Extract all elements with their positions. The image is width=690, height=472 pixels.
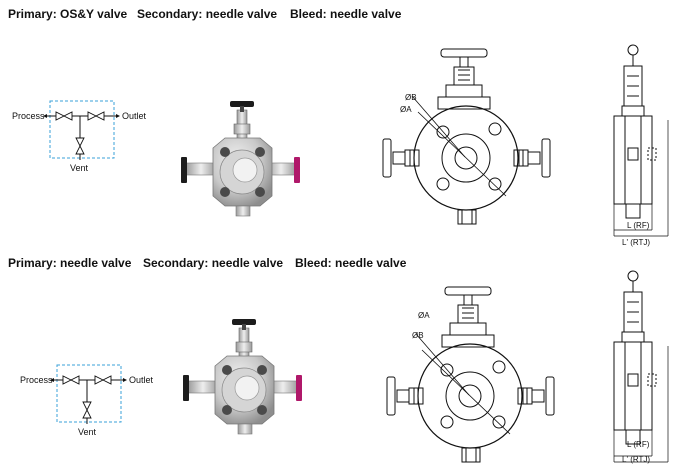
dim-l-rf-1: L (RF) xyxy=(627,221,650,230)
manifold-front-view-1 xyxy=(382,48,551,225)
schematic-process-label-2: Process xyxy=(20,375,53,385)
schematic-outlet-label-1: Outlet xyxy=(122,111,147,121)
dim-l-rtj-2: L' (RTJ) xyxy=(622,455,650,464)
schematic-vent-label-1: Vent xyxy=(70,163,89,173)
primary-label-1: Primary: OS&Y valve xyxy=(8,7,128,21)
dim-phi-b-1: ØB xyxy=(405,93,417,102)
secondary-label-1: Secondary: needle valve xyxy=(137,7,278,21)
manifold-side-view-1 xyxy=(613,44,669,237)
secondary-label-2: Secondary: needle valve xyxy=(143,256,284,270)
dim-phi-a-2: ØA xyxy=(418,311,430,320)
manifold-3d-view-2 xyxy=(182,318,303,435)
dim-l-rtj-1: L' (RTJ) xyxy=(622,238,650,247)
manifold-3d-view-1 xyxy=(180,100,301,217)
bleed-label-1: Bleed: needle valve xyxy=(290,7,402,21)
dim-phi-b-2: ØB xyxy=(412,331,424,340)
schematic-outlet-label-2: Outlet xyxy=(129,375,154,385)
schematic-1 xyxy=(42,100,121,161)
schematic-vent-label-2: Vent xyxy=(78,427,97,437)
bleed-label-2: Bleed: needle valve xyxy=(295,256,407,270)
schematic-process-label-1: Process xyxy=(12,111,45,121)
manifold-side-view-2 xyxy=(613,270,669,463)
manifold-front-view-2 xyxy=(386,286,555,463)
dim-l-rf-2: L (RF) xyxy=(627,440,650,449)
primary-label-2: Primary: needle valve xyxy=(8,256,132,270)
schematic-2 xyxy=(49,364,128,425)
dim-phi-a-1: ØA xyxy=(400,105,412,114)
